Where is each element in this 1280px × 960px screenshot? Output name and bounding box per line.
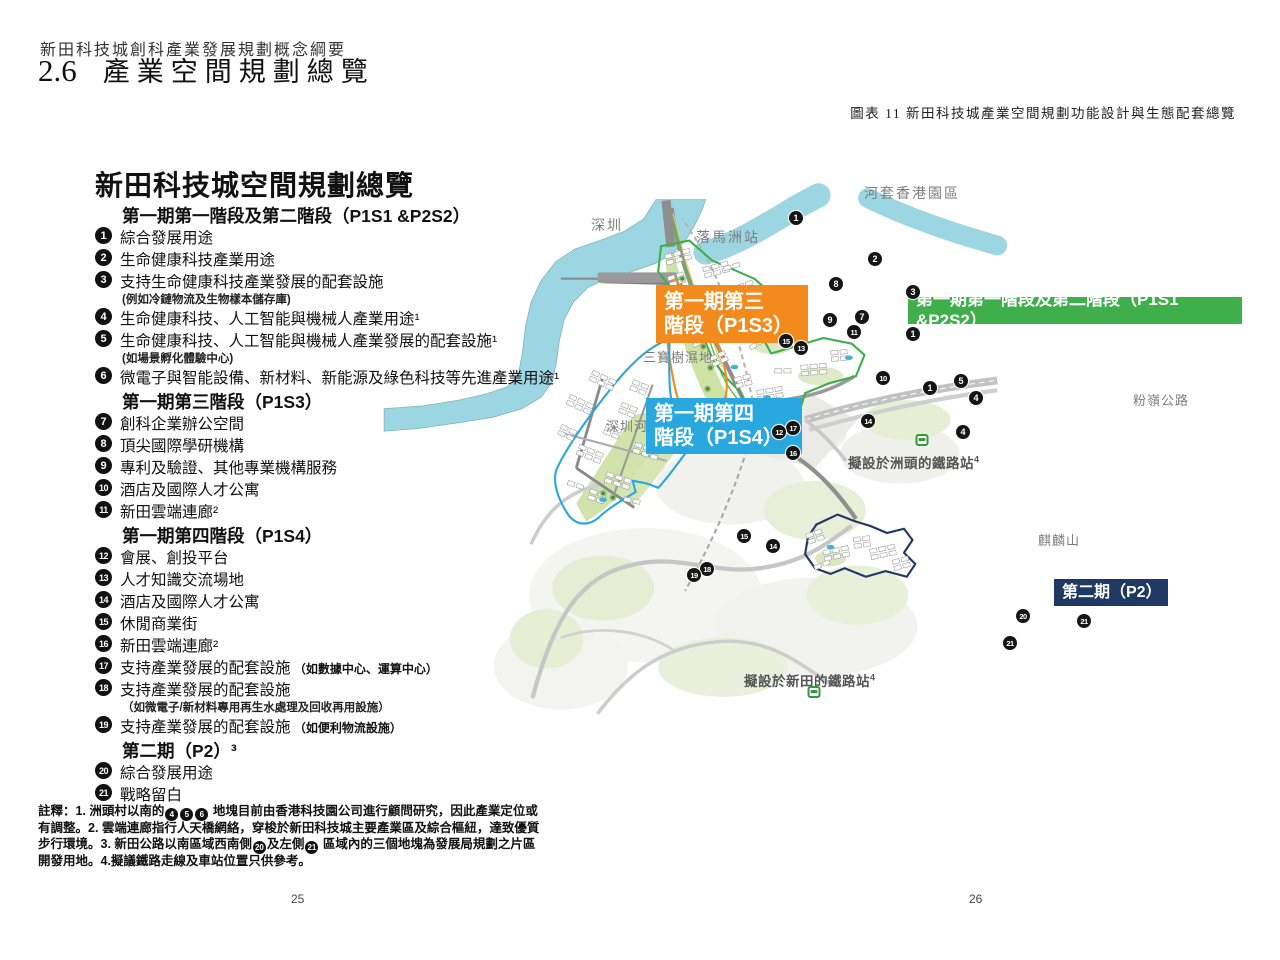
legend-number-badge: 10 — [95, 479, 112, 496]
legend-item: 1 綜合發展用途 — [95, 226, 570, 247]
legend-number-badge: 8 — [95, 435, 112, 452]
legend-item-note: (如場景孵化體驗中心) — [122, 353, 234, 365]
legend-section-heading: 第一期第三階段（P1S3） — [122, 392, 323, 412]
legend-item: 10 酒店及國際人才公寓 — [95, 478, 570, 499]
legend-item: 16 新田雲端連廊² — [95, 634, 570, 655]
legend-item-label: 支持產業發展的配套設施 （如數據中心、運算中心） — [120, 660, 438, 677]
legend-item: 13 人才知識交流場地 — [95, 568, 570, 589]
footnote-number-badge: 5 — [180, 808, 194, 822]
legend-item: 14 酒店及國際人才公寓 — [95, 590, 570, 611]
legend-number-badge: 17 — [95, 657, 112, 674]
legend-item: 6 微電子與智能設備、新材料、新能源及綠色科技等先進產業用途¹ — [95, 366, 570, 387]
legend-item: 3 支持生命健康科技產業發展的配套設施 — [95, 270, 570, 291]
legend-item-label: 微電子與智能設備、新材料、新能源及綠色科技等先進產業用途¹ — [120, 370, 560, 387]
legend-title: 新田科技城空間規劃總覽 — [95, 170, 415, 201]
legend-item-inline-note: （如數據中心、運算中心） — [290, 662, 438, 676]
legend-number-badge: 6 — [95, 367, 112, 384]
legend-number-badge: 21 — [95, 784, 112, 801]
legend-number-badge: 4 — [95, 308, 112, 325]
section-number: 2.6 — [38, 53, 77, 88]
page-number-right: 26 — [969, 892, 983, 906]
legend-item: 9 專利及驗證、其他專業機構服務 — [95, 456, 570, 477]
legend-item-label: 專利及驗證、其他專業機構服務 — [120, 460, 338, 477]
legend-item-label: 新田雲端連廊² — [120, 504, 219, 521]
legend-item-label: 支持生命健康科技產業發展的配套設施 — [120, 274, 384, 291]
page-number-left: 25 — [291, 892, 305, 906]
document-header: 新田科技城創科產業發展規劃概念綱要 — [40, 42, 347, 59]
legend-number-badge: 2 — [95, 249, 112, 266]
legend-item: 5 生命健康科技、人工智能與機械人產業發展的配套設施¹ — [95, 329, 570, 350]
legend-item-label: 綜合發展用途 — [120, 765, 214, 782]
footnote-number-badge: 20 — [252, 841, 266, 854]
page-title: 2.6 產業空間規劃總覽 — [38, 50, 375, 89]
footnote-number-badge: 21 — [305, 841, 319, 854]
legend-item: 15 休閒商業街 — [95, 612, 570, 633]
legend-item-label: 新田雲端連廊² — [120, 638, 219, 655]
legend-item-inline-note: （如便利物流設施） — [290, 721, 402, 735]
legend-item: 19 支持產業發展的配套設施 （如便利物流設施） — [95, 715, 570, 736]
legend-number-badge: 1 — [95, 227, 112, 244]
legend-item-label: 綜合發展用途 — [120, 230, 214, 247]
legend-number-badge: 16 — [95, 635, 112, 652]
footnote-number-badge: 6 — [195, 808, 209, 822]
legend-item: 4 生命健康科技、人工智能與機械人產業用途¹ — [95, 307, 570, 328]
footnote-number-badge: 4 — [165, 808, 179, 822]
legend-item-label: 戰略留白 — [120, 787, 183, 804]
section-title: 產業空間規劃總覽 — [102, 57, 375, 87]
legend-item-label: 生命健康科技產業用途 — [120, 252, 276, 269]
legend-item-label: 生命健康科技、人工智能與機械人產業用途¹ — [120, 311, 420, 328]
legend-item-note: (例如冷鏈物流及生物樣本儲存庫) — [122, 294, 291, 306]
legend-item: 12 會展、創投平台 — [95, 546, 570, 567]
legend-section-heading: 第二期（P2）³ — [122, 741, 237, 761]
legend-item-label: 酒店及國際人才公寓 — [120, 482, 260, 499]
figure-caption: 圖表 11 新田科技城產業空間規劃功能設計與生態配套總覽 — [850, 106, 1236, 121]
legend-number-badge: 18 — [95, 679, 112, 696]
legend-item-label: 人才知識交流場地 — [120, 572, 245, 589]
legend-number-badge: 9 — [95, 457, 112, 474]
legend-item-note: （如微電子/新材料專用再生水處理及回收再用設施） — [122, 702, 390, 714]
zone-p2-outline — [804, 513, 917, 578]
legend-section-heading: 第一期第四階段（P1S4） — [122, 526, 323, 546]
legend-number-badge: 20 — [95, 762, 112, 779]
legend-item: 7 創科企業辦公空間 — [95, 412, 570, 433]
map-legend: 新田科技城空間規劃總覽 第一期第一階段及第二階段（P1S1 &P2S2） 1 綜合發… — [95, 164, 570, 805]
legend-item-label: 支持產業發展的配套設施 （如便利物流設施） — [120, 719, 402, 736]
legend-item: 18 支持產業發展的配套設施 — [95, 678, 570, 699]
legend-item-label: 支持產業發展的配套設施 — [120, 682, 291, 699]
legend-section-heading: 第一期第一階段及第二階段（P1S1 &P2S2） — [122, 206, 471, 226]
legend-number-badge: 3 — [95, 271, 112, 288]
legend-number-badge: 15 — [95, 613, 112, 630]
legend-number-badge: 11 — [95, 501, 112, 518]
legend-number-badge: 12 — [95, 547, 112, 564]
legend-item: 11 新田雲端連廊² — [95, 500, 570, 521]
map-artwork — [383, 183, 1008, 715]
legend-item-label: 會展、創投平台 — [120, 550, 229, 567]
lok-ma-chau-station — [560, 199, 683, 286]
legend-item-label: 酒店及國際人才公寓 — [120, 594, 260, 611]
legend-number-badge: 14 — [95, 591, 112, 608]
legend-sections: 第一期第一階段及第二階段（P1S1 &P2S2） 1 綜合發展用途 2 生命健康科技產業… — [95, 203, 570, 804]
legend-item-label: 創科企業辦公空間 — [120, 416, 245, 433]
legend-item-label: 休閒商業街 — [120, 616, 198, 633]
legend-number-badge: 7 — [95, 413, 112, 430]
legend-item: 21 戰略留白 — [95, 783, 570, 804]
legend-number-badge: 5 — [95, 330, 112, 347]
legend-item: 8 頂尖國際學研機構 — [95, 434, 570, 455]
legend-number-badge: 19 — [95, 716, 112, 733]
legend-item: 2 生命健康科技產業用途 — [95, 248, 570, 269]
legend-item-label: 生命健康科技、人工智能與機械人產業發展的配套設施¹ — [120, 333, 498, 350]
legend-number-badge: 13 — [95, 569, 112, 586]
legend-item-label: 頂尖國際學研機構 — [120, 438, 245, 455]
legend-item: 20 綜合發展用途 — [95, 761, 570, 782]
shenzhen-river — [383, 183, 1008, 432]
legend-item: 17 支持產業發展的配套設施 （如數據中心、運算中心） — [95, 656, 570, 677]
